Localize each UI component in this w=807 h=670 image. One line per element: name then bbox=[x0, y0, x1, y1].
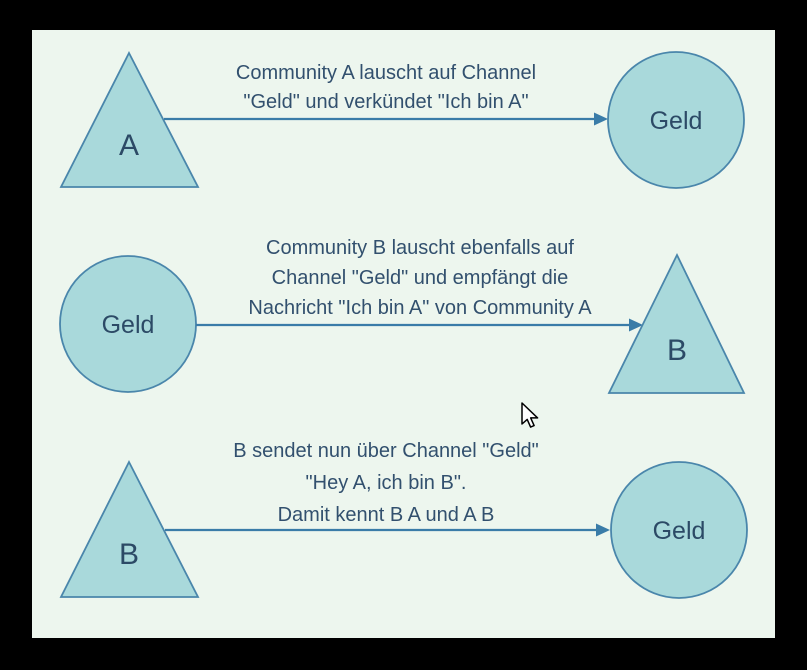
annotation-row3-line3: Damit kennt B A und A B bbox=[277, 504, 495, 526]
annotation-row1: Community A lauscht auf Channel "Geld" u… bbox=[236, 59, 536, 117]
triangle-community-b-row3 bbox=[59, 460, 200, 598]
arrow-row1-head-icon bbox=[594, 112, 608, 126]
annotation-row2-line3: Nachricht "Ich bin A" von Community A bbox=[248, 297, 592, 319]
annotation-row2: Community B lauscht ebenfalls auf Channe… bbox=[248, 233, 591, 323]
circle-geld-row1 bbox=[607, 51, 745, 189]
annotation-row3: B sendet nun über Channel "Geld" "Hey A,… bbox=[233, 435, 539, 531]
triangle-b-row3-label: B bbox=[119, 538, 139, 571]
circle-geld-row3 bbox=[610, 461, 748, 599]
annotation-row3-line1: B sendet nun über Channel "Geld" bbox=[233, 440, 539, 462]
annotation-row2-line1: Community B lauscht ebenfalls auf bbox=[266, 237, 574, 259]
annotation-row3-line2: "Hey A, ich bin B". bbox=[305, 472, 467, 494]
mouse-cursor-arrow bbox=[521, 402, 539, 428]
circle-geld-row1-label: Geld bbox=[650, 107, 703, 135]
triangle-community-b-row2 bbox=[607, 252, 746, 394]
triangle-b-row2-label: B bbox=[667, 334, 687, 367]
arrow-row2-head-icon bbox=[629, 318, 643, 332]
circle-geld-row3-label: Geld bbox=[653, 517, 706, 545]
triangle-community-a bbox=[59, 51, 200, 188]
annotation-row1-line1: Community A lauscht auf Channel bbox=[235, 62, 537, 84]
circle-geld-row2-label: Geld bbox=[102, 311, 155, 339]
annotation-row1-line2: "Geld" und verkündet "Ich bin A" bbox=[243, 91, 529, 113]
arrow-row3-head-icon bbox=[596, 523, 610, 537]
mouse-cursor-icon bbox=[521, 402, 539, 428]
triangle-a-label: A bbox=[119, 129, 139, 162]
annotation-row2-line2: Channel "Geld" und empfängt die bbox=[271, 267, 569, 289]
